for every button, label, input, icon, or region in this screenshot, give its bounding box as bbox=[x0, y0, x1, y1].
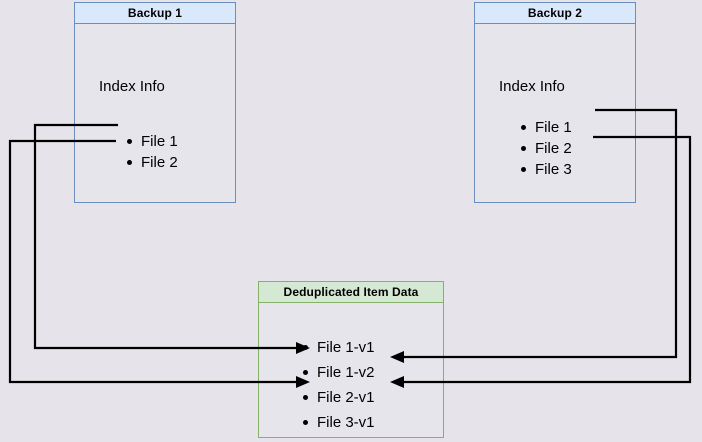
deduplicated-item-data-body: File 1-v1 File 1-v2 File 2-v1 File 3-v1 bbox=[258, 303, 444, 438]
list-item[interactable]: File 2 bbox=[521, 138, 572, 159]
backup-1-index-info-label: Index Info bbox=[99, 78, 165, 95]
backup-2-file-list: File 1 File 2 File 3 bbox=[521, 117, 572, 180]
list-item[interactable]: File 3 bbox=[521, 159, 572, 180]
backup-1-body: Index Info File 1 File 2 bbox=[74, 24, 236, 203]
list-item[interactable]: File 1 bbox=[127, 131, 178, 152]
list-item[interactable]: File 1-v2 bbox=[303, 360, 375, 385]
deduplicated-file-list: File 1-v1 File 1-v2 File 2-v1 File 3-v1 bbox=[303, 335, 375, 435]
backup-2-body: Index Info File 1 File 2 File 3 bbox=[474, 24, 636, 203]
deduplicated-item-data-box[interactable]: Deduplicated Item Data File 1-v1 File 1-… bbox=[258, 281, 444, 438]
backup-2-index-info-label: Index Info bbox=[499, 78, 565, 95]
backup-1-box[interactable]: Backup 1 Index Info File 1 File 2 bbox=[74, 2, 236, 203]
list-item[interactable]: File 1-v1 bbox=[303, 335, 375, 360]
list-item[interactable]: File 1 bbox=[521, 117, 572, 138]
backup-2-title: Backup 2 bbox=[474, 2, 636, 24]
list-item[interactable]: File 3-v1 bbox=[303, 410, 375, 435]
backup-2-box[interactable]: Backup 2 Index Info File 1 File 2 File 3 bbox=[474, 2, 636, 203]
backup-1-file-list: File 1 File 2 bbox=[127, 131, 178, 173]
list-item[interactable]: File 2-v1 bbox=[303, 385, 375, 410]
list-item[interactable]: File 2 bbox=[127, 152, 178, 173]
backup-1-title: Backup 1 bbox=[74, 2, 236, 24]
deduplicated-item-data-title: Deduplicated Item Data bbox=[258, 281, 444, 303]
